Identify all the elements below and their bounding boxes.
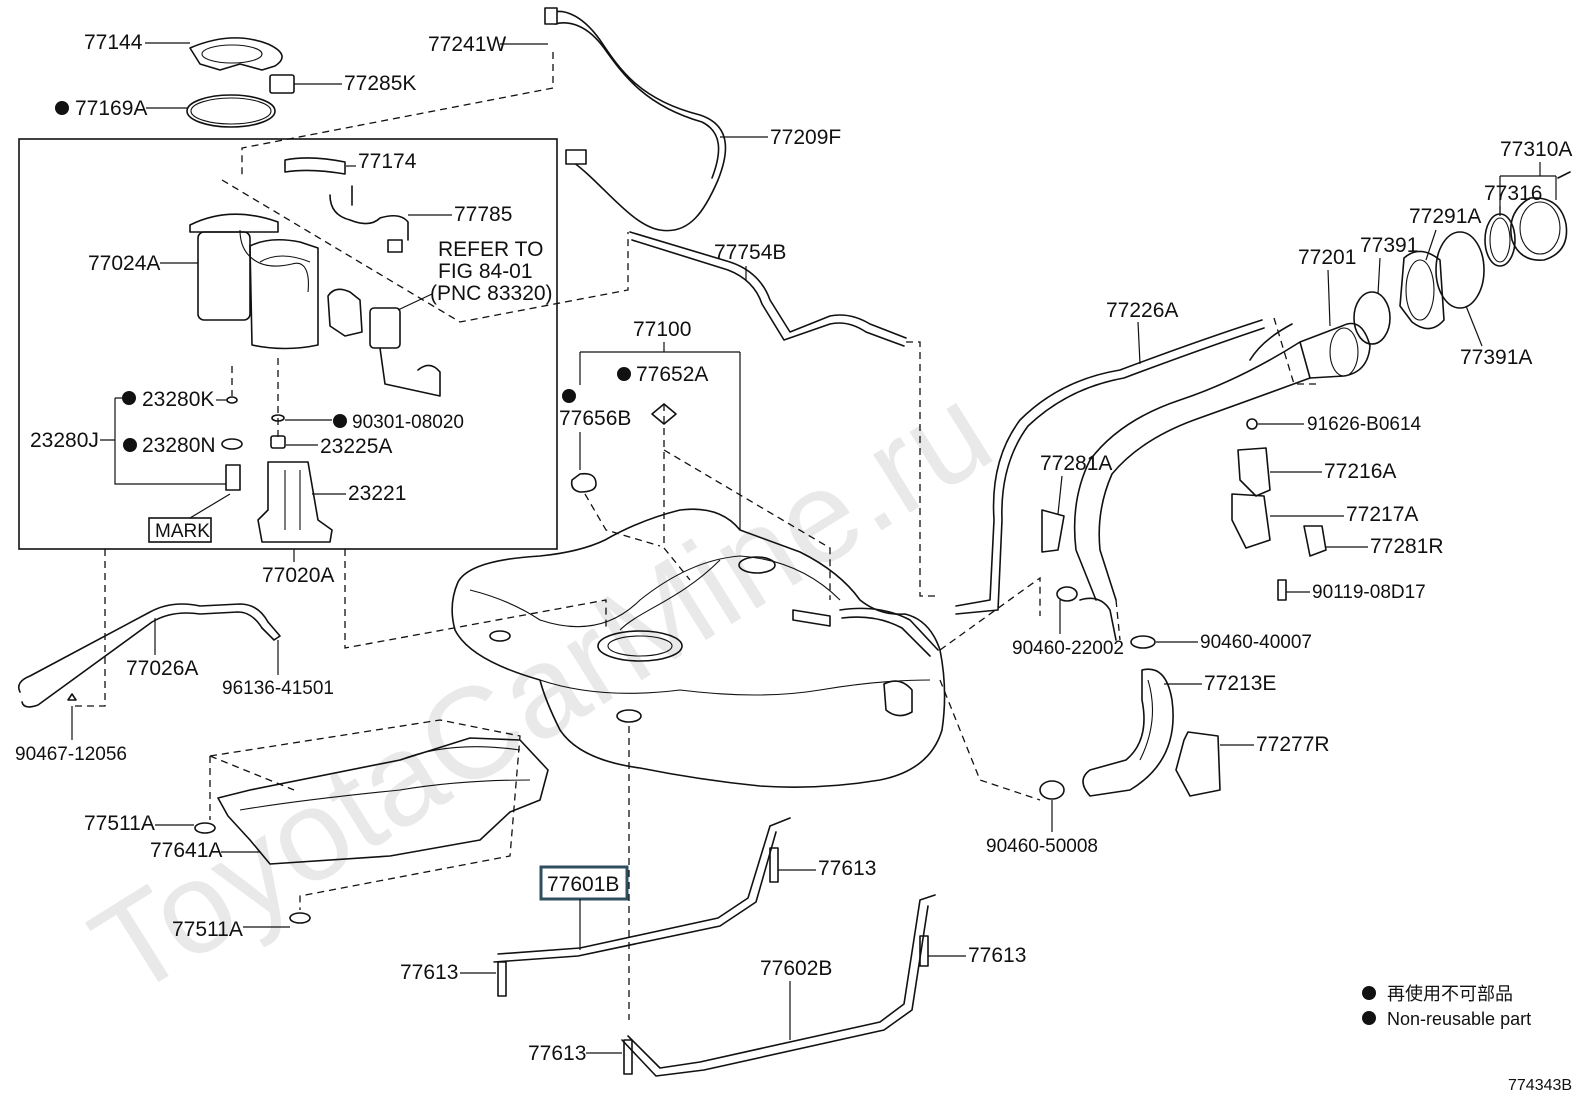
refer-line3: (PNC 83320) — [430, 282, 553, 305]
strap-part — [284, 157, 346, 175]
label-77310A: 77310A — [1500, 138, 1572, 161]
label-77316: 77316 — [1484, 182, 1542, 205]
label-23280N: 23280N — [142, 434, 216, 457]
heat-shield-part — [217, 737, 549, 865]
label-77511A-bottom: 77511A — [172, 918, 243, 941]
vent-pipe-part — [629, 231, 907, 347]
label-77281R: 77281R — [1370, 535, 1444, 558]
highlight-77601B — [539, 865, 629, 901]
label-90460-50008: 90460-50008 — [986, 836, 1098, 857]
mark-box — [148, 517, 212, 543]
label-77024A: 77024A — [88, 252, 160, 275]
label-77391A: 77391A — [1460, 346, 1532, 369]
label-77201: 77201 — [1298, 246, 1356, 269]
wire-harness-part — [329, 185, 409, 253]
hose-clamps-and-hose — [1039, 586, 1221, 800]
filler-neck-housing — [1399, 250, 1445, 330]
label-77217A: 77217A — [1346, 503, 1418, 526]
label-90467-12056: 90467-12056 — [15, 744, 127, 765]
label-77656B: 77656B — [559, 407, 631, 430]
label-23221: 23221 — [348, 482, 406, 505]
vent-hose-part — [544, 7, 727, 232]
label-77391: 77391 — [1360, 234, 1418, 257]
label-77174: 77174 — [358, 150, 417, 173]
label-77613-b: 77613 — [400, 961, 458, 984]
label-77754B: 77754B — [714, 241, 786, 264]
label-77169A: 77169A — [75, 97, 147, 120]
legend-japanese: 再使用不可部品 — [1387, 984, 1513, 1004]
refer-line1: REFER TO — [438, 238, 543, 261]
fuel-filter-part — [257, 461, 333, 543]
label-23225A: 23225A — [320, 435, 392, 458]
label-90119-08D17: 90119-08D17 — [1312, 582, 1426, 603]
label-77277R: 77277R — [1256, 733, 1330, 756]
filler-pipe-part — [1073, 322, 1371, 601]
retainer-ring-part — [189, 37, 283, 71]
label-77641A: 77641A — [150, 839, 222, 862]
clip-part — [269, 74, 295, 94]
label-77216A: 77216A — [1324, 460, 1396, 483]
fuel-cap-part — [1510, 171, 1571, 261]
breather-hose-part — [17, 603, 281, 708]
label-77291A: 77291A — [1409, 205, 1481, 228]
label-77281A: 77281A — [1040, 452, 1112, 475]
label-77613-d: 77613 — [528, 1042, 586, 1065]
label-77226A: 77226A — [1106, 299, 1178, 322]
label-77511A-top: 77511A — [84, 812, 155, 835]
label-77144: 77144 — [84, 31, 143, 54]
tank-band-77602B — [621, 894, 936, 1077]
label-90301-08020: 90301-08020 — [352, 412, 464, 433]
tank-band-77601B — [493, 817, 791, 963]
label-77026A: 77026A — [126, 657, 198, 680]
cap-ring-part — [1484, 213, 1516, 267]
label-23280K: 23280K — [142, 388, 214, 411]
label-77613-a: 77613 — [818, 857, 876, 880]
label-77209F: 77209F — [770, 126, 841, 149]
mark-label: MARK — [155, 521, 210, 542]
label-77241W: 77241W — [428, 33, 506, 56]
label-77100: 77100 — [633, 318, 691, 341]
refer-line2: FIG 84-01 — [438, 260, 533, 283]
legend-english: Non-reusable part — [1387, 1009, 1531, 1029]
label-96136-41501: 96136-41501 — [222, 678, 334, 699]
label-23280J: 23280J — [30, 429, 99, 452]
fuel-pump-module — [189, 213, 441, 397]
label-90460-40007: 90460-40007 — [1200, 632, 1312, 653]
label-77652A: 77652A — [636, 363, 708, 386]
figure-code: 774343B — [1508, 1077, 1572, 1094]
label-91626-B0614: 91626-B0614 — [1307, 414, 1422, 435]
small-seal-parts — [221, 396, 286, 491]
filler-oring — [1353, 291, 1391, 345]
fuel-tank — [451, 508, 946, 788]
label-77213E: 77213E — [1204, 672, 1276, 695]
label-77601B: 77601B — [547, 873, 619, 896]
label-90460-22002: 90460-22002 — [1012, 638, 1124, 659]
bolt-parts — [497, 847, 929, 1075]
label-77020A: 77020A — [262, 564, 334, 587]
label-77602B: 77602B — [760, 957, 832, 980]
pump-assembly-inset — [18, 138, 558, 550]
filler-gasket-large — [1435, 231, 1485, 309]
bracket-small-parts — [1041, 418, 1327, 601]
breather-tube-77226A — [955, 319, 1265, 615]
label-77613-c: 77613 — [968, 944, 1026, 967]
label-77285K: 77285K — [344, 72, 416, 95]
label-77785: 77785 — [454, 203, 512, 226]
gasket-part — [186, 94, 276, 128]
